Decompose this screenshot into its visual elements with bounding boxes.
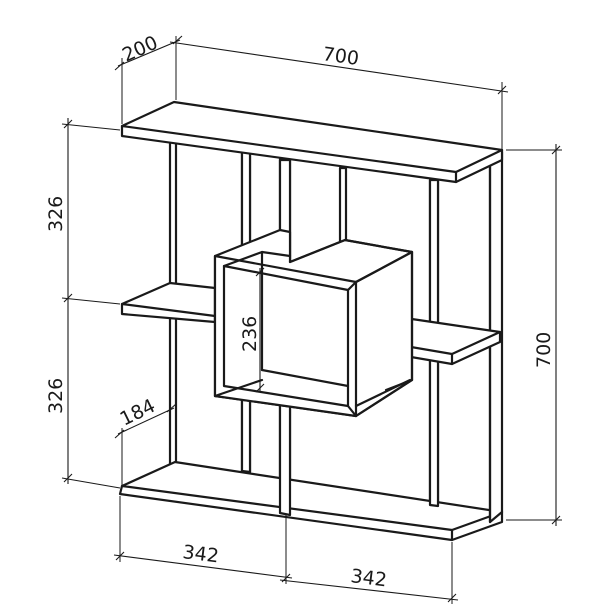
- left-back-post: [168, 135, 178, 302]
- dim-width-top: 700: [169, 41, 509, 150]
- bottom-shelf: [118, 460, 504, 542]
- top-shelf: [120, 100, 504, 184]
- dim-cube-height: 236: [239, 267, 265, 393]
- height-total-label: 700: [533, 332, 555, 368]
- depth-label: 200: [119, 32, 161, 67]
- left-middle-shelf: [120, 281, 217, 324]
- width-right-label: 342: [349, 565, 388, 591]
- width-left-label: 342: [181, 541, 220, 567]
- center-right-back: [338, 166, 348, 245]
- height-lower-label: 326: [45, 378, 67, 414]
- dim-height-total: 700: [506, 144, 562, 526]
- height-upper-label: 326: [45, 196, 67, 232]
- cube-height-label: 236: [239, 316, 261, 352]
- width-top-label: 700: [321, 43, 360, 70]
- left-back-post-lower: [168, 316, 178, 470]
- dim-height-left: 326 326: [45, 118, 121, 489]
- central-cube: [213, 228, 414, 418]
- dim-width-bottom: 342 342: [113, 496, 459, 604]
